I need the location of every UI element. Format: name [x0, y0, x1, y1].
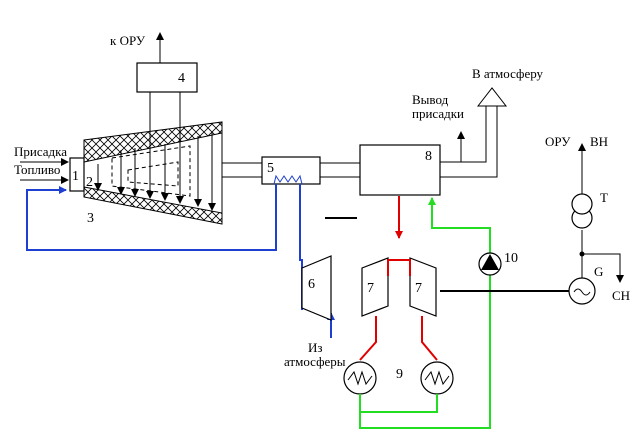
label-additive-in: Присадка [14, 144, 67, 159]
number-7-left: 7 [367, 281, 374, 296]
label-oru: ОРУ [545, 134, 571, 149]
number-5: 5 [267, 161, 274, 176]
generator [568, 277, 596, 305]
label-vn: ВН [590, 134, 608, 149]
label-to-atmosphere: В атмосферу [472, 66, 544, 81]
condenser-right [420, 361, 454, 395]
label-additive-out-2: присадки [412, 106, 464, 121]
stack-arrow-icon [476, 87, 508, 107]
transformer [571, 193, 593, 229]
turbine-right [409, 257, 437, 317]
number-9: 9 [396, 367, 403, 382]
label-from-atm-1: Из [308, 340, 323, 355]
air-supply-line [26, 184, 277, 251]
number-10: 10 [504, 251, 518, 266]
number-2: 2 [86, 175, 93, 190]
mhd-channel [69, 92, 223, 225]
condensate-line [359, 197, 491, 429]
turbine-left [361, 257, 389, 317]
feed-pump [478, 252, 502, 276]
air-heater [261, 156, 321, 185]
steam-generator [359, 144, 441, 196]
label-transformer: Т [600, 190, 608, 205]
number-1: 1 [72, 169, 79, 184]
compressor [301, 255, 332, 321]
number-3: 3 [87, 211, 94, 226]
label-from-atm-2: атмосферы [284, 354, 346, 369]
condenser-left [343, 361, 377, 395]
number-7-right: 7 [415, 281, 422, 296]
inverter-box [136, 62, 198, 93]
aux-arrow [582, 253, 624, 283]
label-generator: G [594, 264, 603, 279]
label-to-oru: к ОРУ [110, 33, 146, 48]
number-6: 6 [308, 277, 315, 292]
label-aux: СН [612, 288, 630, 303]
label-additive-out-1: Вывод [412, 92, 449, 107]
burner-block [69, 157, 85, 192]
label-fuel: Топливо [14, 162, 60, 177]
number-8: 8 [425, 149, 432, 164]
number-4: 4 [178, 71, 185, 86]
